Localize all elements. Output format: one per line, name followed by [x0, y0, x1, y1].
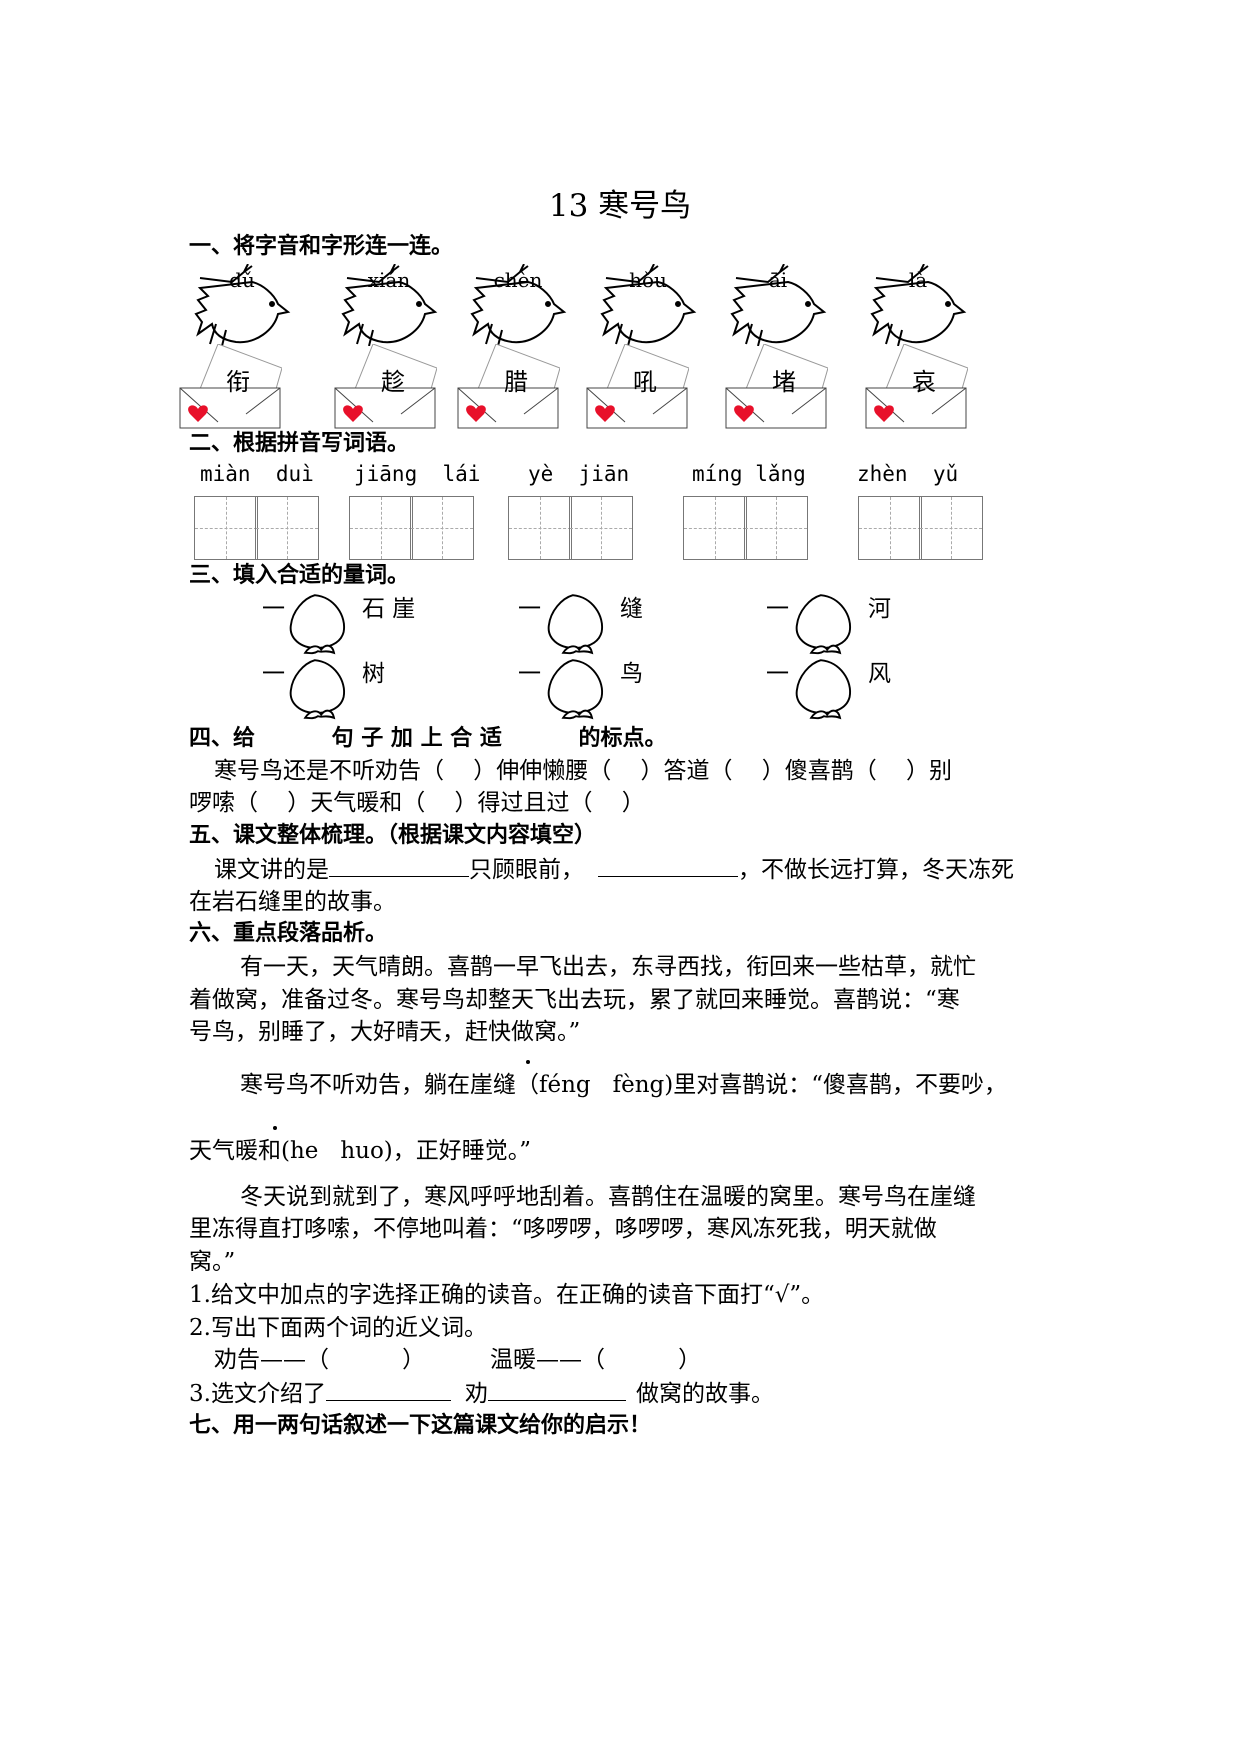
yi-label: 一	[518, 661, 541, 687]
para4-line-1: 冬天说到就到了，寒风呼呼地刮着。喜鹊住在温暖的窝里。寒号鸟在崖缝	[240, 1184, 976, 1210]
writing-grid-box[interactable]	[194, 496, 258, 560]
summary-line-1: 课文讲的是 只顾眼前， ，不做长远打算，冬天冻死	[214, 854, 1014, 885]
noun-label: 树	[362, 661, 385, 687]
synonym-2: 温暖——（ ）	[490, 1347, 702, 1373]
writing-grid-box[interactable]	[349, 496, 413, 560]
envelope-heart-icon	[864, 343, 969, 430]
noun-label: 鸟	[620, 661, 643, 687]
envelope-heart-icon	[333, 343, 438, 430]
peach-blank-icon[interactable]	[792, 592, 856, 656]
writing-grid-box[interactable]	[410, 496, 474, 560]
question-2: 2.写出下面两个词的近义词。	[189, 1315, 487, 1341]
punctuation-line-2: 啰嗦（ ）天气暖和（ ）得过且过（ ）	[189, 790, 645, 816]
page-title: 13 寒号鸟	[548, 188, 692, 224]
blank-1[interactable]	[329, 854, 469, 877]
pinyin-word: miàn duì	[200, 462, 314, 486]
writing-grid-box[interactable]	[255, 496, 319, 560]
noun-label: 河	[868, 596, 891, 622]
pinyin-option[interactable]: là	[908, 268, 928, 292]
emphasis-dot	[526, 1060, 530, 1064]
summary-text-c: ，不做长远打算，冬天冻死	[738, 857, 1014, 883]
question-3: 3.选文介绍了 劝 做窝的故事。	[189, 1378, 774, 1409]
emphasis-dot	[273, 1126, 277, 1130]
writing-grid-box[interactable]	[858, 496, 922, 560]
summary-line-2: 在岩石缝里的故事。	[189, 889, 396, 915]
bird-picture-icon	[868, 263, 968, 347]
punctuation-line-1: 寒号鸟还是不听劝告（ ）伸伸懒腰（ ）答道（ ）傻喜鹊（ ）别	[214, 758, 952, 784]
bird-picture-icon	[728, 263, 828, 347]
para1-line-3: 号鸟，别睡了，大好晴天，赶快做窝。”	[189, 1019, 581, 1045]
character-option[interactable]: 哀	[912, 368, 936, 396]
character-option[interactable]: 堵	[772, 368, 796, 396]
synonym-1: 劝告——（ ）	[214, 1347, 426, 1373]
peach-blank-icon[interactable]	[544, 592, 608, 656]
yi-label: 一	[262, 661, 285, 687]
peach-blank-icon[interactable]	[286, 657, 350, 721]
writing-grid-box[interactable]	[569, 496, 633, 560]
section-5-heading: 五、课文整体梳理。（根据课文内容填空）	[189, 823, 597, 848]
section-2-heading: 二、根据拼音写词语。	[189, 431, 410, 456]
section-6-heading: 六、重点段落品析。	[189, 921, 388, 946]
writing-grid-box[interactable]	[744, 496, 808, 560]
peach-blank-icon[interactable]	[792, 657, 856, 721]
pinyin-option[interactable]: hǒu	[629, 268, 667, 292]
blank-4[interactable]	[487, 1378, 626, 1401]
q3-text-b: 劝	[464, 1381, 488, 1407]
pinyin-option[interactable]: chèn	[493, 268, 543, 292]
envelope-heart-icon	[585, 343, 690, 430]
section-1-heading: 一、将字音和字形连一连。	[189, 234, 454, 259]
q3-text-a: 3.选文介绍了	[189, 1381, 326, 1407]
yi-label: 一	[766, 661, 789, 687]
blank-3[interactable]	[325, 1378, 451, 1401]
yi-label: 一	[262, 596, 285, 622]
para1-line-2: 着做窝，准备过冬。寒号鸟却整天飞出去玩，累了就回来睡觉。喜鹊说：“寒	[189, 987, 960, 1013]
noun-label: 石 崖	[362, 596, 416, 622]
bird-picture-icon	[339, 263, 439, 347]
bird-picture-icon	[468, 263, 568, 347]
envelope-heart-icon	[724, 343, 829, 430]
writing-grid-box[interactable]	[919, 496, 983, 560]
yi-label: 一	[518, 596, 541, 622]
peach-blank-icon[interactable]	[544, 657, 608, 721]
blank-2[interactable]	[598, 854, 738, 877]
bird-picture-icon	[192, 263, 292, 347]
envelope-heart-icon	[456, 343, 561, 430]
bird-picture-icon	[598, 263, 698, 347]
writing-grid-box[interactable]	[683, 496, 747, 560]
q3-text-c: 做窝的故事。	[635, 1381, 774, 1407]
section-7-heading: 七、用一两句话叙述一下这篇课文给你的启示！	[189, 1413, 652, 1438]
noun-label: 缝	[620, 596, 643, 622]
summary-text-b: 只顾眼前，	[469, 857, 584, 883]
character-option[interactable]: 腊	[504, 368, 528, 396]
summary-text-a: 课文讲的是	[214, 857, 329, 883]
yi-label: 一	[766, 596, 789, 622]
pinyin-word: yè jiān	[528, 462, 630, 486]
pinyin-word: jiāng lái	[354, 462, 481, 486]
character-option[interactable]: 衔	[226, 368, 250, 396]
character-option[interactable]: 趁	[381, 368, 405, 396]
para1-line-1: 有一天，天气晴朗。喜鹊一早飞出去，东寻西找，衔回来一些枯草，就忙	[240, 954, 976, 980]
para2-line: 寒号鸟不听劝告，躺在崖缝（féng fèng)里对喜鹊说：“傻喜鹊，不要吵，	[240, 1072, 1007, 1098]
section-4-heading: 四、给 句 子 加 上 合 适 的标点。	[189, 726, 667, 751]
noun-label: 风	[868, 661, 891, 687]
pinyin-option[interactable]: dǔ	[229, 268, 255, 292]
para4-line-2: 里冻得直打哆嗦，不停地叫着：“哆啰啰，哆啰啰，寒风冻死我，明天就做	[189, 1216, 937, 1242]
character-option[interactable]: 吼	[633, 368, 657, 396]
para3-line: 天气暖和(he huo)，正好睡觉。”	[189, 1138, 532, 1164]
pinyin-word: míng lǎng	[692, 462, 806, 486]
pinyin-option[interactable]: āi	[768, 268, 788, 292]
peach-blank-icon[interactable]	[286, 592, 350, 656]
envelope-heart-icon	[178, 343, 283, 430]
pinyin-word: zhèn yǔ	[857, 462, 959, 486]
writing-grid-box[interactable]	[508, 496, 572, 560]
para4-line-3: 窝。”	[189, 1249, 236, 1275]
question-1: 1.给文中加点的字选择正确的读音。在正确的读音下面打“√”。	[189, 1282, 825, 1308]
pinyin-option[interactable]: xián	[367, 268, 411, 292]
section-3-heading: 三、填入合适的量词。	[189, 563, 410, 588]
